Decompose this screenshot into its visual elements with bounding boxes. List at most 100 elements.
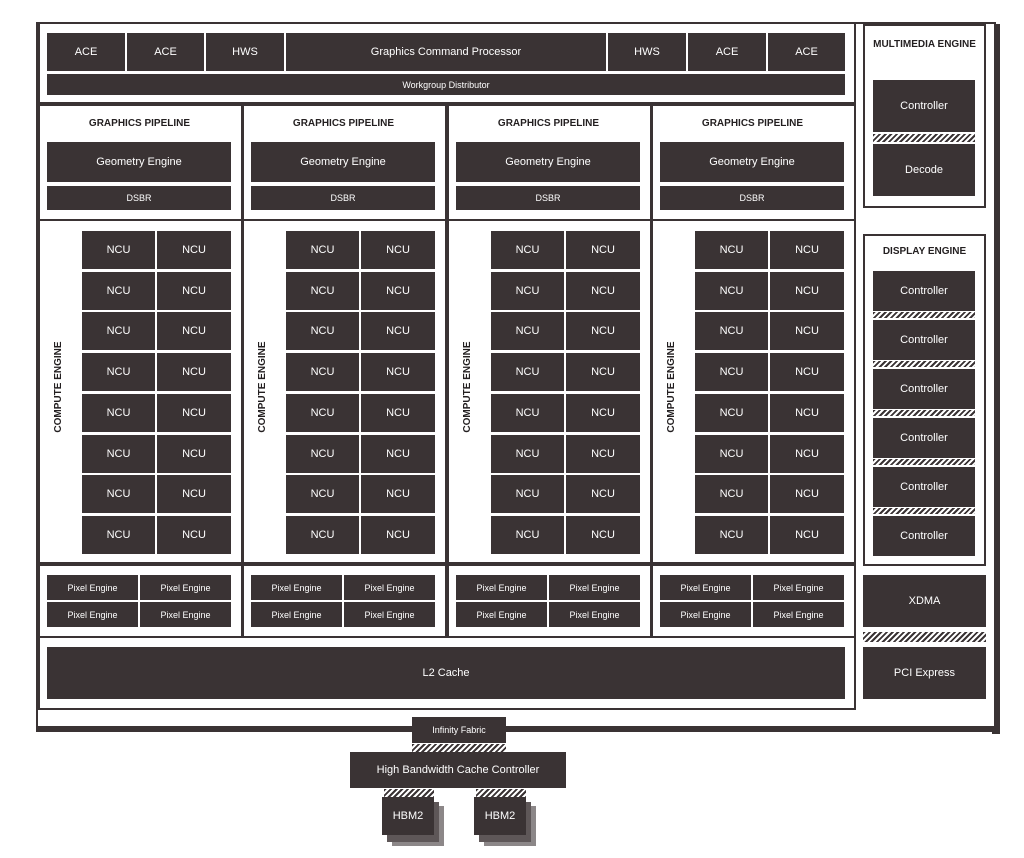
- ncu-block: NCU: [770, 475, 844, 514]
- display-controller: Controller: [873, 418, 975, 458]
- ncu-block: NCU: [286, 515, 359, 554]
- pixel-engine: Pixel Engine: [549, 575, 640, 600]
- ncu-block: NCU: [361, 393, 435, 432]
- ncu-block: NCU: [82, 312, 155, 351]
- ncu-block: NCU: [157, 312, 231, 351]
- workgroup-distributor: Workgroup Distributor: [47, 74, 845, 95]
- pixel-engine: Pixel Engine: [251, 602, 342, 627]
- compute-engine-label: COMPUTE ENGINE: [257, 341, 268, 433]
- display-controller: Controller: [873, 320, 975, 360]
- pixel-engine: Pixel Engine: [660, 575, 751, 600]
- graphics-pipeline-title: GRAPHICS PIPELINE: [701, 118, 804, 129]
- ncu-block: NCU: [82, 353, 155, 392]
- ncu-block: NCU: [157, 231, 231, 269]
- display-link: [873, 361, 975, 367]
- ncu-block: NCU: [361, 271, 435, 310]
- ncu-block: NCU: [286, 312, 359, 351]
- display-controller: Controller: [873, 516, 975, 556]
- ncu-block: NCU: [695, 434, 768, 473]
- pixel-engine: Pixel Engine: [47, 602, 138, 627]
- ncu-block: NCU: [491, 312, 564, 351]
- geometry-engine: Geometry Engine: [660, 142, 844, 182]
- pixel-engine: Pixel Engine: [549, 602, 640, 627]
- dsbr-block: DSBR: [456, 186, 640, 210]
- dsbr-block: DSBR: [660, 186, 844, 210]
- pixel-engine: Pixel Engine: [753, 602, 844, 627]
- pixel-engine: Pixel Engine: [140, 575, 231, 600]
- ncu-block: NCU: [566, 353, 640, 392]
- display-controller: Controller: [873, 369, 975, 409]
- pixel-engine: Pixel Engine: [456, 602, 547, 627]
- ncu-block: NCU: [82, 393, 155, 432]
- pixel-engine: Pixel Engine: [456, 575, 547, 600]
- ncu-block: NCU: [491, 515, 564, 554]
- high-bandwidth-cache-controller: High Bandwidth Cache Controller: [350, 752, 566, 788]
- ncu-block: NCU: [695, 393, 768, 432]
- ncu-block: NCU: [566, 231, 640, 269]
- main-frame-shadow-right: [992, 24, 1000, 734]
- pixel-engine: Pixel Engine: [344, 575, 435, 600]
- display-link: [873, 312, 975, 318]
- ncu-block: NCU: [770, 271, 844, 310]
- ncu-block: NCU: [695, 353, 768, 392]
- ncu-block: NCU: [566, 312, 640, 351]
- fabric-hbcc-link: [412, 744, 506, 752]
- ncu-block: NCU: [491, 434, 564, 473]
- geometry-engine: Geometry Engine: [47, 142, 231, 182]
- ncu-block: NCU: [491, 353, 564, 392]
- ncu-block: NCU: [361, 353, 435, 392]
- ncu-block: NCU: [157, 271, 231, 310]
- ace-block: ACE: [768, 33, 845, 71]
- ncu-block: NCU: [286, 475, 359, 514]
- pixel-engine: Pixel Engine: [660, 602, 751, 627]
- ncu-block: NCU: [770, 353, 844, 392]
- multimedia-engine-title: MULTIMEDIA ENGINE: [873, 39, 976, 50]
- ncu-block: NCU: [82, 231, 155, 269]
- ncu-block: NCU: [566, 271, 640, 310]
- compute-engine-label: COMPUTE ENGINE: [462, 341, 473, 433]
- ncu-block: NCU: [491, 231, 564, 269]
- ncu-block: NCU: [157, 434, 231, 473]
- ncu-block: NCU: [157, 353, 231, 392]
- ncu-block: NCU: [361, 434, 435, 473]
- ncu-block: NCU: [566, 515, 640, 554]
- ncu-block: NCU: [157, 393, 231, 432]
- ncu-block: NCU: [157, 515, 231, 554]
- ncu-block: NCU: [286, 353, 359, 392]
- ncu-block: NCU: [695, 231, 768, 269]
- display-link: [873, 508, 975, 514]
- pixel-engine: Pixel Engine: [344, 602, 435, 627]
- ncu-block: NCU: [361, 312, 435, 351]
- compute-engine-label: COMPUTE ENGINE: [666, 341, 677, 433]
- ncu-block: NCU: [770, 515, 844, 554]
- hws-block: HWS: [206, 33, 284, 71]
- multimedia-controller: Controller: [873, 80, 975, 132]
- graphics-pipeline-title: GRAPHICS PIPELINE: [292, 118, 395, 129]
- hbm2-memory: HBM2: [474, 797, 526, 835]
- ncu-block: NCU: [286, 393, 359, 432]
- infinity-fabric: Infinity Fabric: [412, 717, 506, 743]
- pixel-engine: Pixel Engine: [251, 575, 342, 600]
- xdma-pcie-link: [863, 632, 986, 642]
- ace-block: ACE: [127, 33, 204, 71]
- ncu-block: NCU: [566, 393, 640, 432]
- ncu-block: NCU: [695, 475, 768, 514]
- ncu-block: NCU: [491, 271, 564, 310]
- ncu-block: NCU: [566, 434, 640, 473]
- ncu-block: NCU: [695, 515, 768, 554]
- pci-express-block: PCI Express: [863, 647, 986, 699]
- display-controller: Controller: [873, 271, 975, 311]
- geometry-engine: Geometry Engine: [456, 142, 640, 182]
- compute-engine-label: COMPUTE ENGINE: [53, 341, 64, 433]
- ncu-block: NCU: [82, 515, 155, 554]
- ncu-block: NCU: [770, 231, 844, 269]
- ncu-block: NCU: [82, 434, 155, 473]
- pixel-engine: Pixel Engine: [47, 575, 138, 600]
- ncu-block: NCU: [286, 231, 359, 269]
- hbm2-link: [476, 789, 526, 797]
- ncu-block: NCU: [695, 312, 768, 351]
- ncu-block: NCU: [770, 393, 844, 432]
- ncu-block: NCU: [770, 312, 844, 351]
- ncu-block: NCU: [695, 271, 768, 310]
- ace-block: ACE: [47, 33, 125, 71]
